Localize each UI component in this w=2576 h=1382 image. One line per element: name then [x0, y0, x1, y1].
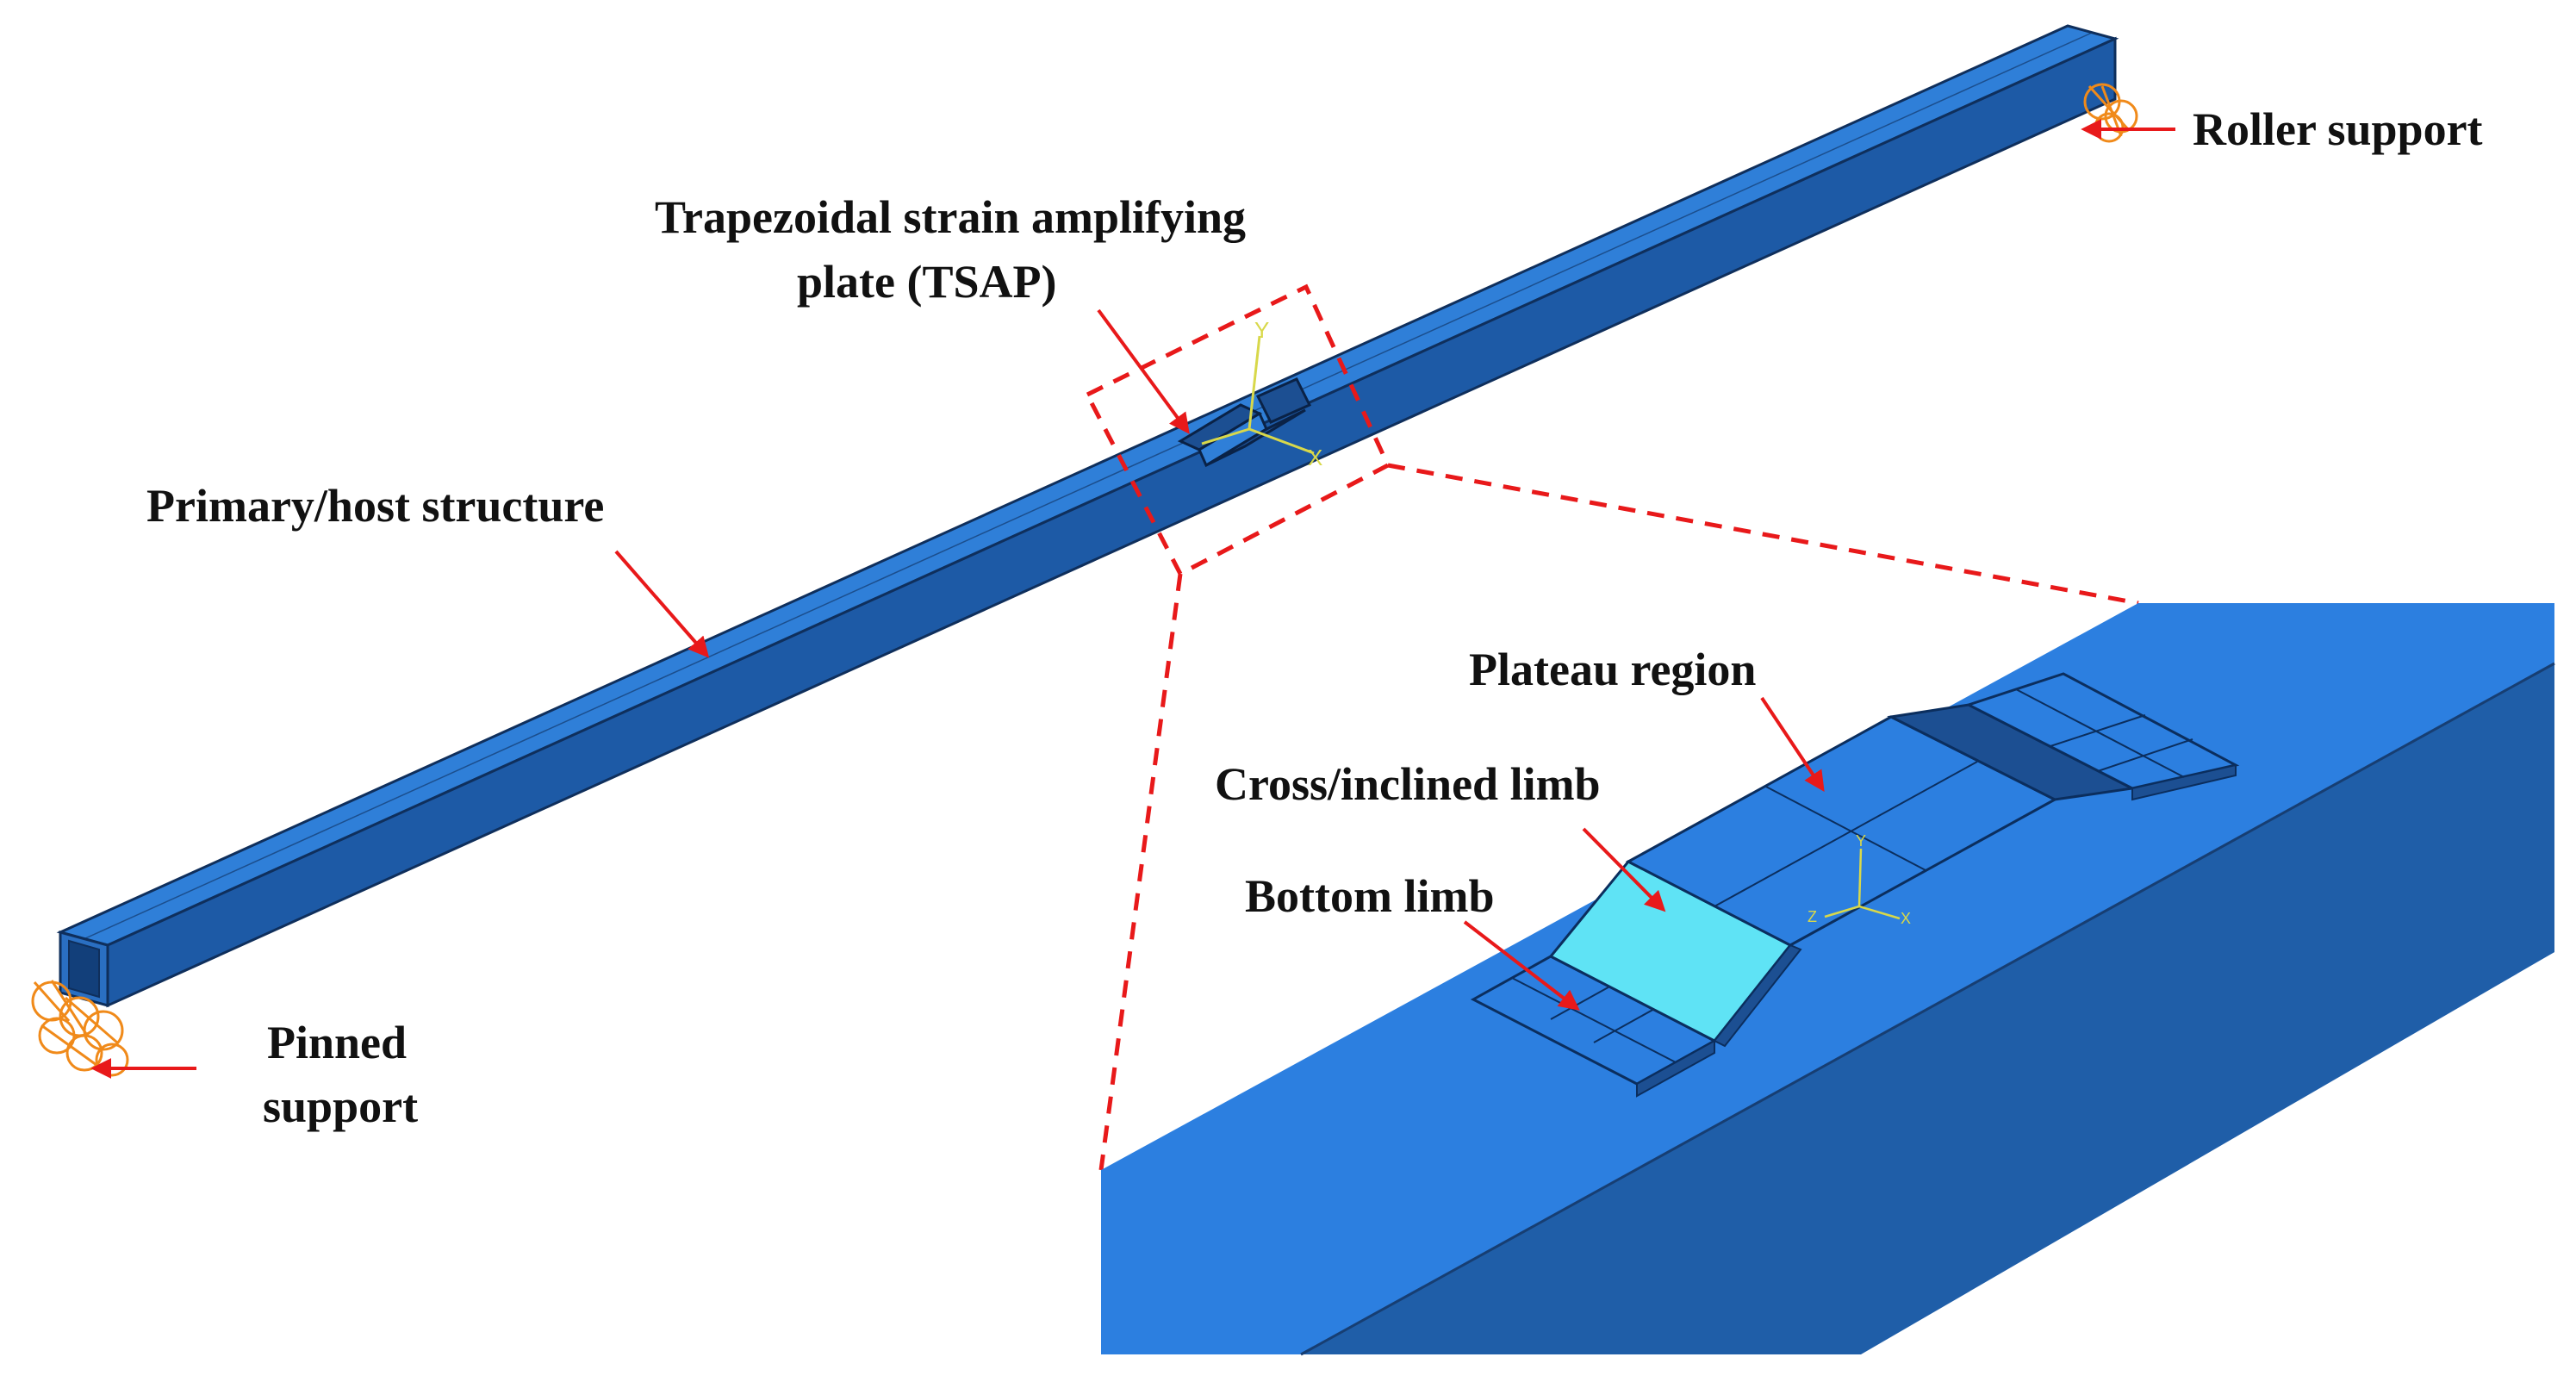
- zoom-line-right: [1387, 463, 2139, 606]
- axis-triad-inset: Y Z X: [1808, 832, 1911, 927]
- axis-x-label: X: [1308, 445, 1322, 470]
- arrow-plateau-region: [1760, 696, 1825, 792]
- arrow-cross-limb: [1582, 827, 1666, 912]
- inset-axis-y-label: Y: [1856, 832, 1866, 850]
- inset-axis-z-label: Z: [1808, 908, 1817, 925]
- inset-axis-x-label: X: [1901, 910, 1911, 927]
- annotation-arrows: [90, 119, 2175, 1079]
- pinned-support-symbol: [31, 980, 129, 1077]
- label-bottom-limb: Bottom limb: [1245, 870, 1495, 922]
- zoom-indicator: [1084, 283, 2139, 1171]
- label-pinned-line2: support: [263, 1080, 418, 1132]
- label-roller-support: Roller support: [2193, 103, 2483, 155]
- label-tsap-line2: plate (TSAP): [797, 256, 1056, 308]
- arrow-primary-structure: [614, 550, 710, 658]
- axis-y-label: Y: [1254, 317, 1269, 343]
- arrow-tsap: [1097, 308, 1190, 434]
- labels: Roller support Trapezoidal strain amplif…: [146, 103, 2483, 1132]
- label-primary-structure: Primary/host structure: [146, 480, 604, 532]
- beam-end-hollow: [68, 939, 100, 999]
- inset-zoom-view: Y Z X: [1101, 603, 2555, 1356]
- label-plateau-region: Plateau region: [1469, 644, 1756, 695]
- label-pinned-line1: Pinned: [267, 1017, 407, 1068]
- axis-triad-main: Y X: [1201, 317, 1322, 470]
- label-tsap-line1: Trapezoidal strain amplifying: [655, 191, 1246, 243]
- label-cross-limb: Cross/inclined limb: [1215, 758, 1601, 810]
- arrow-bottom-limb: [1463, 920, 1580, 1011]
- inset-beam-top: [1101, 603, 2554, 1354]
- zoom-line-left: [1098, 573, 1183, 1171]
- primary-host-structure: [56, 24, 2119, 1008]
